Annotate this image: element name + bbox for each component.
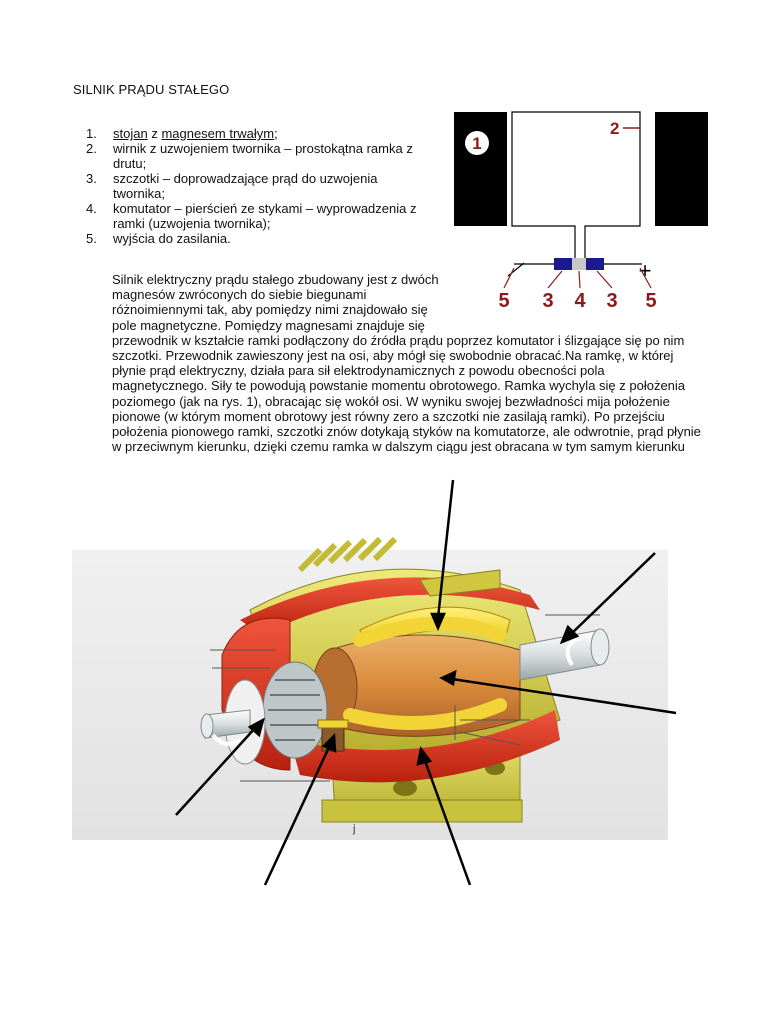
arrow-head (416, 746, 433, 766)
arrow-head (247, 717, 265, 738)
bottom-label: 4 (574, 290, 586, 312)
pointer-arrows (175, 479, 677, 886)
plus-sign: + (639, 258, 652, 283)
commutator-segments (262, 661, 328, 759)
arrow-line (175, 726, 257, 816)
list-text: wyjścia do zasilania. (113, 231, 231, 246)
arrow-line (436, 479, 455, 619)
leader-5-left (503, 267, 515, 289)
frame-label: 2 (610, 119, 619, 138)
list-item: 2. wirnik z uzwojeniem twornika – prostok… (73, 141, 433, 171)
arrow-line (451, 677, 677, 715)
motor-schematic: 1 2 + 5 3 4 3 5 (454, 111, 708, 312)
bottom-label: 3 (542, 290, 553, 312)
arrow-line (263, 744, 332, 886)
rotation-arrow-icon (211, 733, 242, 746)
cooling-fins (297, 536, 398, 573)
leader-4 (578, 270, 581, 289)
bottom-label: 5 (645, 290, 656, 312)
underlined-term: magnesem trwałym (161, 126, 275, 141)
guide-lines (210, 614, 600, 782)
list-text: szczotki – doprowadzające prąd do uzwoje… (113, 171, 378, 201)
list-item: 5. wyjścia do zasilania. (73, 231, 433, 246)
magnet-right (655, 112, 708, 226)
leader-5-right (639, 267, 652, 289)
list-text-part: z (147, 126, 162, 141)
bottom-label: 3 (606, 290, 617, 312)
base-hole (393, 780, 417, 796)
list-number: 4. (86, 201, 97, 216)
list-number: 3. (86, 171, 97, 186)
leader-3-right (596, 270, 613, 289)
bottom-label: 5 (498, 290, 509, 312)
wire-frame (511, 111, 641, 258)
list-text: wirnik z uzwojeniem twornika – prostokąt… (113, 141, 413, 171)
arrow-head (321, 733, 337, 754)
arrow-line (569, 552, 656, 636)
leader-3-left (547, 270, 563, 289)
arrow-line (422, 757, 472, 886)
list-item: 3. szczotki – doprowadzające prąd do uzwo… (73, 171, 433, 201)
brush-right (586, 258, 604, 270)
commutator (572, 258, 586, 270)
magnet-label: 1 (472, 134, 481, 153)
armature-coil (343, 698, 507, 730)
shaft-right-end (590, 628, 610, 666)
list-text: stojan z magnesem trwałym; (113, 126, 278, 141)
rotation-arrow-icon (565, 636, 581, 667)
base-foot (321, 799, 523, 823)
motor-cutaway-illustration: j (72, 479, 677, 886)
description-paragraph: Silnik elektryczny prądu stałego zbudowa… (112, 272, 702, 454)
description-text: Silnik elektryczny prądu stałego zbudowa… (112, 272, 701, 455)
arrow-head (559, 624, 580, 645)
list-text: komutator – pierścień ze stykami – wypro… (113, 201, 417, 231)
page-title: SILNIK PRĄDU STAŁEGO (73, 82, 230, 97)
list-number: 2. (86, 141, 97, 156)
small-annotation: j (352, 823, 355, 835)
brush-holder (317, 719, 349, 729)
magnet-left (454, 112, 507, 226)
brush-left (554, 258, 572, 270)
list-text-part: ; (274, 126, 278, 141)
parts-list: 1. stojan z magnesem trwałym; 2. wirnik z … (73, 126, 433, 246)
arrow-head (430, 612, 446, 632)
list-item: 4. komutator – pierścień ze stykami – wyp… (73, 201, 433, 231)
list-number: 5. (86, 231, 97, 246)
underlined-term: stojan (113, 126, 148, 141)
list-number: 1. (86, 126, 97, 141)
list-item: 1. stojan z magnesem trwałym; (73, 126, 433, 141)
magnet-label-badge (465, 131, 489, 155)
shaft-left-end (200, 713, 214, 739)
lower-housing-red (290, 710, 560, 783)
arrow-head (439, 669, 457, 686)
